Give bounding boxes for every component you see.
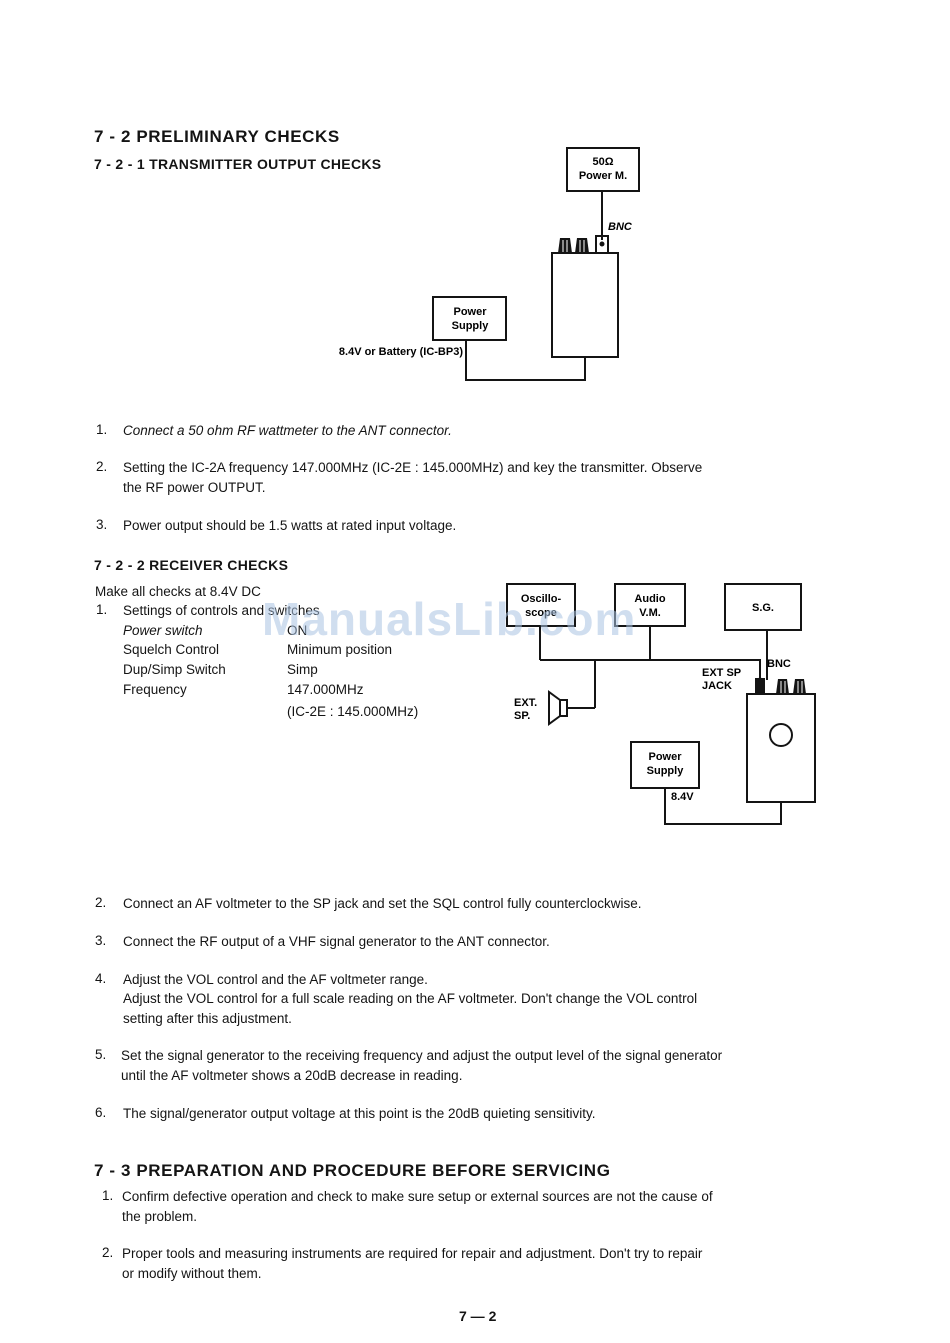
audio-label-2: V.M. xyxy=(639,607,661,619)
tx-step-2-number: 2. xyxy=(96,459,108,474)
bnc-label-rx: BNC xyxy=(767,658,791,670)
prep-item-1-number: 1. xyxy=(102,1188,114,1203)
rx-step-2-number: 2. xyxy=(95,895,107,910)
tx-step-2-line-2: the RF power OUTPUT. xyxy=(123,480,266,495)
signal-generator-box xyxy=(724,583,802,631)
rx-step-4-line-1: Adjust the VOL control and the AF voltme… xyxy=(123,972,428,987)
tx-step-3-text: Power output should be 1.5 watts at rate… xyxy=(123,518,457,533)
prep-item-2-line-2: or modify without them. xyxy=(122,1266,262,1281)
rx-step-4-line-2: Adjust the VOL control for a full scale … xyxy=(123,991,698,1006)
setting-value-dup-simp: Simp xyxy=(287,662,318,677)
sg-label: S.G. xyxy=(752,602,774,614)
page-number: 7 — 2 xyxy=(459,1308,497,1324)
power-supply-rx-label-2: Supply xyxy=(647,765,685,777)
settings-title: Settings of controls and switches xyxy=(123,603,320,618)
power-supply-label-2: Supply xyxy=(452,320,490,332)
prep-item-2-number: 2. xyxy=(102,1245,114,1260)
receiver-check-diagram: Oscillo- scope Audio V.M. S.G. BNC EXT S… xyxy=(506,583,816,825)
receiver-intro: Make all checks at 8.4V DC xyxy=(95,584,261,599)
audio-label-1: Audio xyxy=(634,593,665,605)
subsection-heading-7-2-2: 7 - 2 - 2 RECEIVER CHECKS xyxy=(94,557,289,573)
tx-step-3-number: 3. xyxy=(96,517,108,532)
setting-value-squelch: Minimum position xyxy=(287,642,393,657)
radio-body-rx xyxy=(746,693,816,803)
rx-step-5-number: 5. xyxy=(95,1047,107,1062)
voltage-label: 8.4V xyxy=(671,791,694,803)
rx-step-3-text: Connect the RF output of a VHF signal ge… xyxy=(123,934,550,949)
prep-item-1-line-2: the problem. xyxy=(122,1209,198,1224)
settings-number: 1. xyxy=(96,602,108,617)
speaker-icon xyxy=(559,699,568,717)
rx-step-5-line-1: Set the signal generator to the receivin… xyxy=(121,1048,723,1063)
power-meter-label-2: Power M. xyxy=(579,170,627,182)
tx-step-1-number: 1. xyxy=(96,422,108,437)
rx-step-5-line-2: until the AF voltmeter shows a 20dB decr… xyxy=(121,1068,463,1083)
prep-item-1-line-1: Confirm defective operation and check to… xyxy=(122,1189,713,1204)
power-supply-rx-label-1: Power xyxy=(648,751,682,763)
setting-label-dup-simp: Dup/Simp Switch xyxy=(123,662,226,677)
rx-step-6-number: 6. xyxy=(95,1105,107,1120)
section-heading-7-2: 7 - 2 PRELIMINARY CHECKS xyxy=(94,127,340,146)
transmitter-check-diagram: 50Ω Power M. BNC Power Supply 8.4V or Ba… xyxy=(339,147,640,381)
setting-label-squelch: Squelch Control xyxy=(123,642,220,657)
bnc-label: BNC xyxy=(608,221,633,233)
ext-sp-label-1: EXT. xyxy=(514,697,537,709)
subsection-heading-7-2-1: 7 - 2 - 1 TRANSMITTER OUTPUT CHECKS xyxy=(94,156,382,172)
bnc-connector xyxy=(595,235,609,254)
rx-step-3-number: 3. xyxy=(95,933,107,948)
ext-sp-label-2: SP. xyxy=(514,710,530,722)
setting-label-frequency: Frequency xyxy=(123,682,187,697)
rx-step-2-text: Connect an AF voltmeter to the SP jack a… xyxy=(123,896,642,911)
oscilloscope-label-1: Oscillo- xyxy=(521,593,562,605)
setting-value-power-switch: ON xyxy=(287,623,308,638)
rx-step-6-text: The signal/generator output voltage at t… xyxy=(123,1106,596,1121)
power-meter-label-1: 50Ω xyxy=(592,156,613,168)
setting-value-frequency: 147.000MHz xyxy=(287,682,364,697)
battery-label: 8.4V or Battery (IC-BP3) xyxy=(339,346,463,358)
oscilloscope-label-2: scope xyxy=(525,607,557,619)
power-supply-box xyxy=(432,296,507,341)
tx-step-1-text: Connect a 50 ohm RF wattmeter to the ANT… xyxy=(123,423,452,438)
section-heading-7-3: 7 - 3 PREPARATION AND PROCEDURE BEFORE S… xyxy=(94,1161,611,1180)
tx-step-2-line-1: Setting the IC-2A frequency 147.000MHz (… xyxy=(123,460,703,475)
radio-body xyxy=(551,252,619,358)
ext-sp-jack-label-1: EXT SP xyxy=(702,667,741,679)
watermark: ManualsLib.com xyxy=(262,593,637,645)
ext-sp-jack-label-2: JACK xyxy=(702,680,732,692)
rx-step-4-line-3: setting after this adjustment. xyxy=(123,1011,292,1026)
prep-item-2-line-1: Proper tools and measuring instruments a… xyxy=(122,1246,703,1261)
setting-label-power-switch: Power switch xyxy=(123,623,203,638)
rx-step-4-number: 4. xyxy=(95,971,107,986)
power-supply-label-1: Power xyxy=(453,306,487,318)
setting-frequency-alt: (IC-2E : 145.000MHz) xyxy=(287,704,419,719)
